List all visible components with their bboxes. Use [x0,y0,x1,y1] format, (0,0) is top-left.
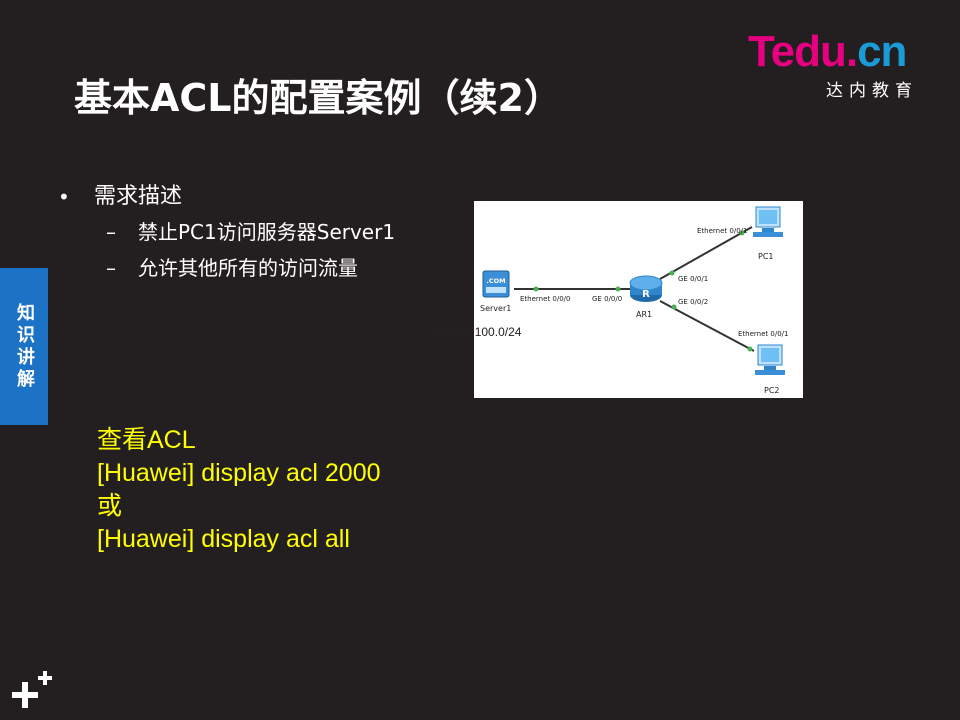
network-diagram-svg: .COM Server1 R AR1 PC1 PC2 Ethernet 0/0/… [480,206,788,395]
link-label-ge001: GE 0/0/1 [678,275,708,283]
bullet-dash-icon: – [106,256,116,280]
link-router-pc1 [659,226,753,280]
port-dot-icon [671,304,677,310]
slide-title: 基本ACL的配置案例（续2） [74,76,562,120]
server-icon-text: .COM [486,277,505,285]
ip-label-server: 192.168.100.0/24 [428,325,522,339]
link-label-pc1: Ethernet 0/0/1 [697,227,747,235]
link-label-ge000: GE 0/0/0 [592,295,622,303]
bullet-dash-icon: – [106,220,116,244]
bullet-sub: – 允许其他所有的访问流量 [58,250,395,286]
command-line: 查看ACL [97,426,196,454]
port-dot-icon [739,230,745,236]
logo-subtitle: 达内教育 [826,81,918,101]
command-line: 或 [97,492,123,520]
link-router-pc2 [659,300,755,352]
link-label-server: Ethernet 0/0/0 [520,295,570,303]
logo-wordmark: Tedu.cn [748,27,907,76]
command-block: 查看ACL [Huawei] display acl 2000 或 [Huawe… [97,424,381,556]
pc1-icon [753,206,783,237]
pc2-icon [755,344,785,375]
command-line: [Huawei] display acl 2000 [97,459,381,487]
server-label: Server1 [480,304,511,313]
link-label-pc2: Ethernet 0/0/1 [738,330,788,338]
tedu-logo: Tedu.cn 达内教育 [748,27,938,102]
bullet-sub-text: 允许其他所有的访问流量 [138,256,358,280]
side-tab-label: 知识讲解 [14,302,35,391]
port-dot-icon [747,346,753,352]
router-label: AR1 [636,310,652,319]
port-dot-icon [533,286,539,292]
pc1-label: PC1 [758,252,774,261]
bullet-dot-icon: • [58,185,70,209]
svg-text:R: R [642,289,650,300]
router-icon: R [629,275,663,302]
side-tab: 知识讲解 [0,268,48,425]
bullet-sub: – 禁止PC1访问服务器Server1 [58,214,395,250]
bullet-sub-text: 禁止PC1访问服务器Server1 [138,220,396,244]
network-diagram: .COM Server1 R AR1 PC1 PC2 Ethernet 0/0/… [474,201,803,398]
link-label-ge002: GE 0/0/2 [678,298,708,306]
ip-label-pc2: 192.168.2.0/24 [806,361,887,375]
command-line: [Huawei] display acl all [97,525,350,553]
port-dot-icon [669,270,675,276]
bullet-main-text: 需求描述 [94,184,183,209]
bullet-main: • 需求描述 [58,180,395,214]
pc2-label: PC2 [764,386,780,395]
server-icon [482,270,510,298]
plus-plus-icon [12,671,52,708]
bullet-list: • 需求描述 – 禁止PC1访问服务器Server1 – 允许其他所有的访问流量 [58,180,395,286]
ip-label-pc1: 192.168.1.0/24 [806,218,887,232]
port-dot-icon [615,286,621,292]
